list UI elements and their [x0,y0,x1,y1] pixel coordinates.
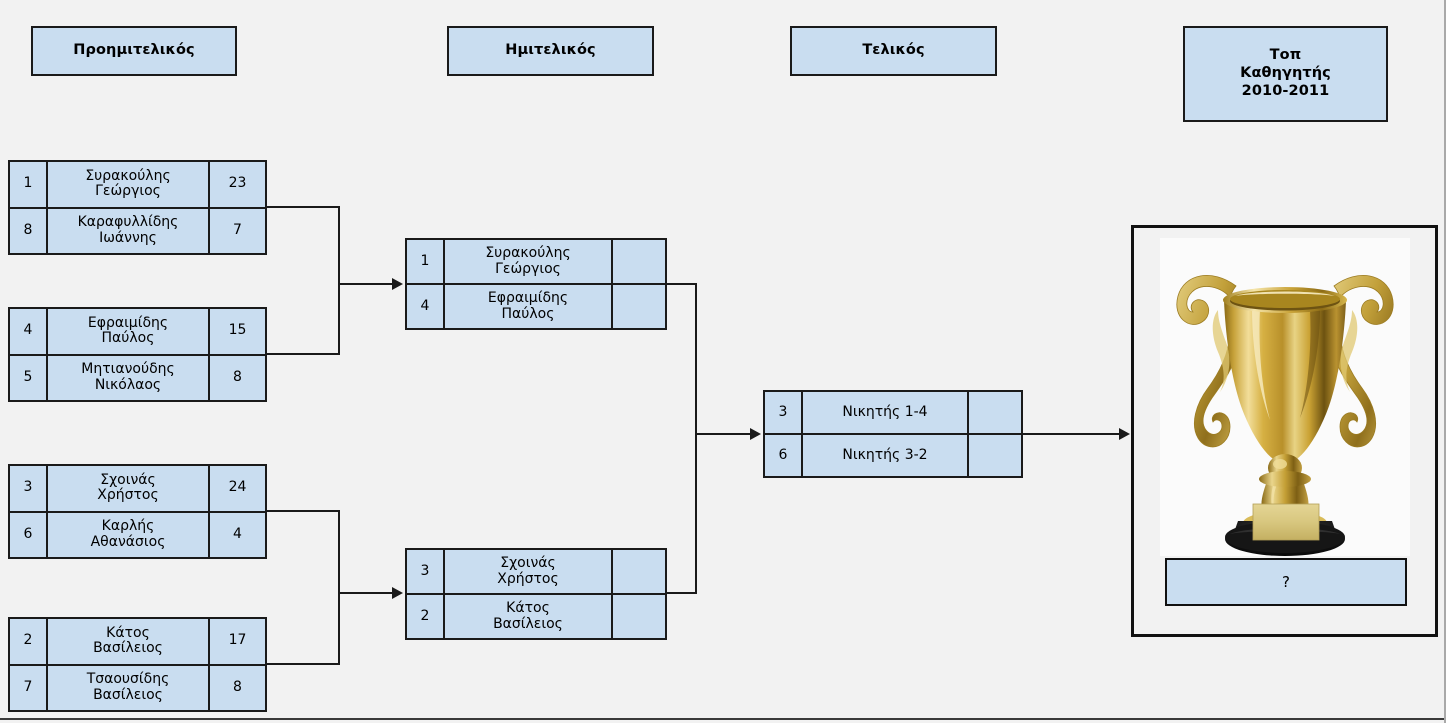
seed-cell: 1 [10,162,48,207]
player-name-cell: Σχοινάς Χρήστος [48,466,210,511]
winner-placeholder-label: ? [1282,573,1290,591]
table-row[interactable]: 7 Τσαουσίδης Βασίλειος 8 [10,663,265,710]
player-name-cell: Συρακούλης Γεώργιος [445,240,613,283]
player-name-cell: Νικητής 3-2 [803,435,969,476]
player-name-cell: Εφραιμίδης Παύλος [48,309,210,354]
score-cell: 17 [228,632,247,649]
score-cell: 4 [233,525,242,542]
seed-cell: 4 [10,309,48,354]
connector-line-to-sf1 [338,283,394,285]
score-cell [969,392,1021,433]
score-cell [613,240,665,283]
seed-cell: 6 [765,435,803,476]
player-name-cell: Κάτος Βασίλειος [48,619,210,664]
table-row[interactable]: 5 Μητιανούδης Νικόλαος 8 [10,353,265,400]
trophy-panel: ? [1131,225,1438,637]
connector-line-to-trophy [1023,433,1121,435]
match-box-final[interactable]: 3 Νικητής 1-4 6 Νικητής 3-2 [763,390,1023,478]
match-box-qf-3[interactable]: 3 Σχοινάς Χρήστος 24 6 Καρλής Αθανάσιος … [8,464,267,559]
player-name-cell: Εφραιμίδης Παύλος [445,285,613,328]
connector-line-to-final [695,433,752,435]
table-row[interactable]: 3 Νικητής 1-4 [765,392,1021,433]
connector-line-qf3 [267,510,340,512]
seed-cell: 1 [407,240,445,283]
seed-cell: 3 [10,466,48,511]
table-row[interactable]: 4 Εφραιμίδης Παύλος [407,283,665,328]
connector-line-qf4 [267,663,340,665]
seed-cell: 2 [407,595,445,638]
trophy-icon [1160,238,1410,556]
table-row[interactable]: 6 Καρλής Αθανάσιος 4 [10,510,265,557]
connector-line-qf2 [267,353,340,355]
match-box-qf-1[interactable]: 1 Συρακούλης Γεώργιος 23 8 Καραφυλλίδης … [8,160,267,255]
score-cell: 8 [233,678,242,695]
player-name-cell: Μητιανούδης Νικόλαος [48,355,210,400]
table-row[interactable]: 1 Συρακούλης Γεώργιος 23 [10,162,265,207]
table-row[interactable]: 4 Εφραιμίδης Παύλος 15 [10,309,265,354]
table-row[interactable]: 3 Σχοινάς Χρήστος 24 [10,466,265,511]
match-box-qf-2[interactable]: 4 Εφραιμίδης Παύλος 15 5 Μητιανούδης Νικ… [8,307,267,402]
seed-cell: 3 [765,392,803,433]
arrow-head-to-sf1 [392,278,403,290]
round-header-quarterfinal: Προημιτελικός [31,26,237,76]
player-name-cell: Νικητής 1-4 [803,392,969,433]
connector-line-sf1-sf2-join [695,283,697,594]
table-row[interactable]: 2 Κάτος Βασίλειος [407,593,665,638]
player-name-cell: Σχοινάς Χρήστος [445,550,613,593]
connector-line-qf3-qf4-join [338,510,340,665]
round-header-semifinal: Ημιτελικός [447,26,654,76]
connector-line-sf2 [667,592,697,594]
table-row[interactable]: 6 Νικητής 3-2 [765,433,1021,476]
score-cell [613,595,665,638]
connector-line-qf1-qf2-join [338,206,340,355]
seed-cell: 7 [10,665,48,710]
arrow-head-to-final [750,428,761,440]
seed-cell: 3 [407,550,445,593]
seed-cell: 8 [10,208,48,253]
seed-cell: 4 [407,285,445,328]
arrow-head-to-sf2 [392,587,403,599]
tournament-title-label: Τοπ Καθηγητής 2010-2011 [1240,47,1331,99]
winner-placeholder[interactable]: ? [1165,558,1407,606]
round-header-final: Τελικός [790,26,997,76]
round-header-semifinal-label: Ημιτελικός [505,42,596,59]
seed-cell: 5 [10,355,48,400]
round-header-quarterfinal-label: Προημιτελικός [73,42,195,59]
score-cell [613,285,665,328]
connector-line-qf1 [267,206,340,208]
match-box-qf-4[interactable]: 2 Κάτος Βασίλειος 17 7 Τσαουσίδης Βασίλε… [8,617,267,712]
player-name-cell: Κάτος Βασίλειος [445,595,613,638]
score-cell [969,435,1021,476]
bottom-divider [0,718,1444,720]
connector-line-sf1 [667,283,697,285]
score-cell: 23 [228,175,247,192]
score-cell: 15 [228,322,247,339]
table-row[interactable]: 1 Συρακούλης Γεώργιος [407,240,665,283]
match-box-sf-1[interactable]: 1 Συρακούλης Γεώργιος 4 Εφραιμίδης Παύλο… [405,238,667,330]
table-row[interactable]: 2 Κάτος Βασίλειος 17 [10,619,265,664]
table-row[interactable]: 3 Σχοινάς Χρήστος [407,550,665,593]
player-name-cell: Καρλής Αθανάσιος [48,512,210,557]
player-name-cell: Συρακούλης Γεώργιος [48,162,210,207]
score-cell: 24 [228,479,247,496]
arrow-head-to-trophy [1119,428,1130,440]
table-row[interactable]: 8 Καραφυλλίδης Ιωάννης 7 [10,206,265,253]
player-name-cell: Τσαουσίδης Βασίλειος [48,665,210,710]
player-name-cell: Καραφυλλίδης Ιωάννης [48,208,210,253]
round-header-final-label: Τελικός [862,42,925,59]
score-cell: 8 [233,368,242,385]
score-cell: 7 [233,221,242,238]
match-box-sf-2[interactable]: 3 Σχοινάς Χρήστος 2 Κάτος Βασίλειος [405,548,667,640]
seed-cell: 6 [10,512,48,557]
seed-cell: 2 [10,619,48,664]
tournament-title: Τοπ Καθηγητής 2010-2011 [1183,26,1388,122]
connector-line-to-sf2 [338,592,394,594]
score-cell [613,550,665,593]
